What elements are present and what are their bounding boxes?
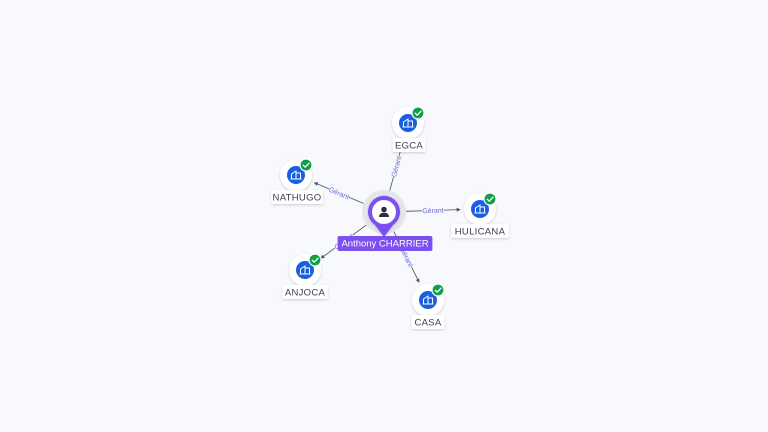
company-node[interactable]: EGCA — [392, 106, 426, 152]
person-icon — [379, 206, 389, 217]
company-label-bg — [271, 190, 323, 204]
check-badge-icon — [483, 192, 497, 206]
check-badge-icon — [411, 106, 425, 120]
center-person-node[interactable]: Anthony CHARRIER — [337, 190, 433, 251]
company-label-bg — [282, 285, 328, 299]
building-icon — [474, 204, 486, 214]
edge-label: Gérant — [391, 155, 403, 178]
edge-label-bg — [421, 205, 445, 216]
company-name: NATHUGO — [273, 192, 322, 203]
person-name-badge — [337, 236, 433, 251]
check-badge-icon — [431, 283, 445, 297]
edge-label: Gérant — [422, 208, 444, 216]
building-icon — [422, 295, 434, 305]
company-node[interactable]: HULICANA — [451, 192, 509, 238]
building-icon — [299, 265, 311, 275]
company-name: CASA — [414, 317, 441, 328]
company-node[interactable]: NATHUGO — [271, 158, 323, 204]
edge-label-bg — [389, 154, 404, 179]
companies-layer: EGCA NATHUGO HULICANA ANJOCA CASA — [271, 106, 509, 329]
company-node[interactable]: CASA — [411, 283, 445, 329]
check-badge-icon — [299, 158, 313, 172]
company-name: HULICANA — [455, 226, 506, 237]
building-icon — [290, 170, 302, 180]
company-node[interactable]: ANJOCA — [282, 253, 328, 299]
building-icon — [402, 118, 414, 128]
company-name: EGCA — [395, 140, 423, 151]
edge-label-bg — [327, 184, 351, 202]
company-name: ANJOCA — [285, 287, 326, 298]
person-name: Anthony CHARRIER — [341, 239, 428, 250]
check-badge-icon — [308, 253, 322, 267]
company-label-bg — [451, 224, 509, 238]
company-label-bg — [392, 138, 426, 152]
company-label-bg — [411, 315, 445, 329]
